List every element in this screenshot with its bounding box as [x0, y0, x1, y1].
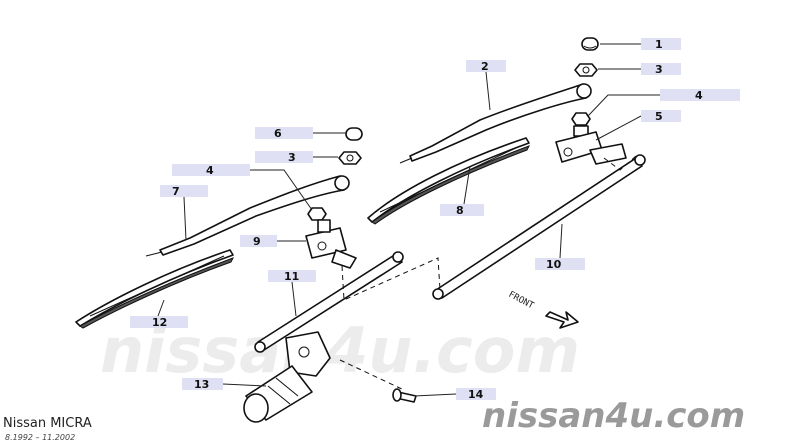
cap-nut-right [581, 37, 599, 51]
callout-6-number: 6 [274, 127, 282, 140]
callout-9: 9 [240, 235, 277, 248]
callout-3-left: 3 [255, 151, 313, 164]
nut-left [338, 151, 362, 165]
callout-4-right-number: 4 [695, 89, 703, 102]
callout-10: 10 [535, 258, 585, 271]
callout-1-number: 1 [655, 38, 663, 51]
cap-nut-left [345, 127, 363, 141]
callout-9-number: 9 [253, 235, 261, 248]
pivot-right [555, 112, 627, 165]
nut-right [574, 63, 598, 77]
callout-3-right-number: 3 [655, 63, 663, 76]
model-name: Nissan MICRA [3, 416, 92, 431]
callout-8-number: 8 [456, 204, 464, 217]
assembly-line-1 [603, 155, 637, 171]
callout-14: 14 [456, 388, 496, 401]
callout-6: 6 [255, 127, 313, 140]
callout-3-left-number: 3 [288, 151, 296, 164]
callout-4-left-number: 4 [206, 164, 214, 177]
callout-5: 5 [641, 110, 681, 123]
callout-12: 12 [130, 316, 188, 329]
callout-4-right: 4 [660, 89, 740, 102]
washer-left [307, 207, 327, 221]
callout-13-number: 13 [194, 378, 209, 391]
callout-7-number: 7 [172, 185, 180, 198]
watermark-corner: nissan4u.com [482, 396, 745, 436]
callout-11: 11 [268, 270, 316, 283]
callout-2-number: 2 [481, 60, 489, 73]
callout-12-number: 12 [152, 316, 167, 329]
callout-14-number: 14 [468, 388, 484, 401]
wiper-motor [243, 331, 331, 423]
motor-bolt [392, 388, 417, 403]
assembly-line-3 [339, 359, 405, 391]
callout-10-number: 10 [546, 258, 562, 271]
callout-5-number: 5 [655, 110, 663, 123]
wiper-blade-right [367, 137, 531, 225]
leader-lines [157, 43, 660, 397]
model-dates: 8.1992 – 11.2002 [5, 433, 75, 442]
link-rod-short [254, 251, 404, 353]
wiper-blade-left [75, 249, 235, 329]
callout-11-number: 11 [284, 270, 299, 283]
wiper-arm-left [145, 175, 350, 257]
callout-2: 2 [466, 60, 506, 73]
front-label: FRONT [507, 290, 536, 312]
wiper-arm-right [399, 83, 592, 164]
link-rod-long [432, 154, 646, 300]
callout-8: 8 [440, 204, 484, 217]
callout-7: 7 [160, 185, 208, 198]
callout-1: 1 [641, 38, 681, 51]
pivot-left [305, 219, 357, 269]
callout-13: 13 [182, 378, 223, 391]
callout-3-right: 3 [641, 63, 681, 76]
assembly-line-2 [341, 257, 441, 301]
callout-4-left: 4 [172, 164, 250, 177]
